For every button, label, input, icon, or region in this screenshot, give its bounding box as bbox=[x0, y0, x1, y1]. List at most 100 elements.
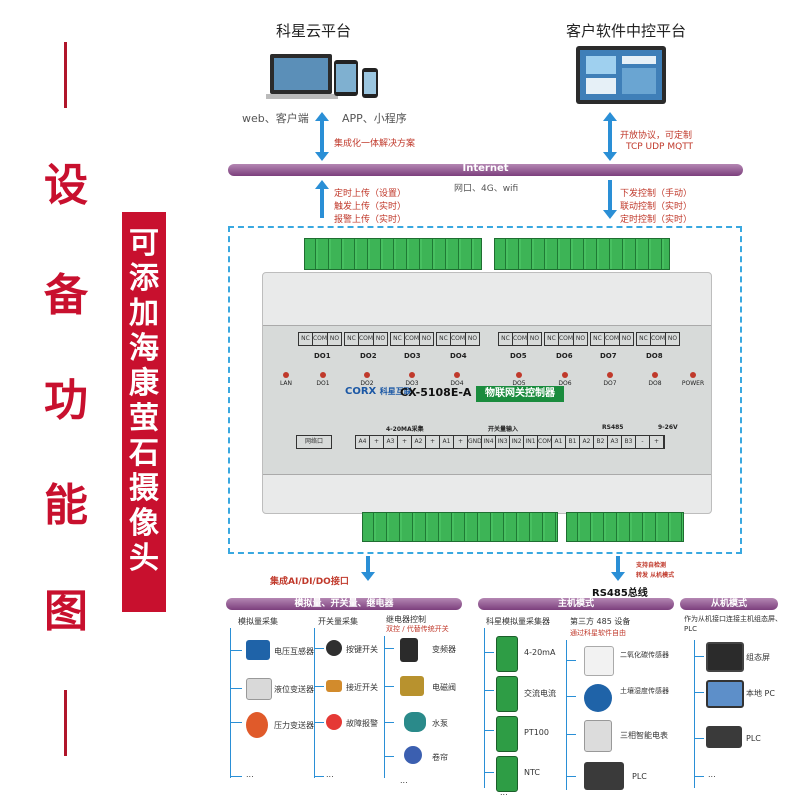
col1-title: 模拟量采集 bbox=[238, 617, 278, 626]
col1-tick bbox=[230, 776, 242, 777]
led-indicator bbox=[320, 372, 326, 378]
do-label: DO6 bbox=[556, 352, 573, 360]
solenoid-valve-icon bbox=[400, 676, 424, 696]
plc-icon bbox=[706, 726, 742, 748]
led-label: DO5 bbox=[512, 380, 526, 387]
section-bar-master: 主机模式 bbox=[478, 598, 674, 610]
bottom-terminal-right bbox=[566, 512, 684, 542]
brand-cn: 科星互联 bbox=[379, 387, 412, 396]
col1-item: 液位变送器 bbox=[274, 685, 314, 694]
banner-char: 摄 bbox=[129, 471, 159, 506]
col5-tick bbox=[566, 660, 576, 661]
led-indicator bbox=[364, 372, 370, 378]
port-label: COM bbox=[538, 436, 552, 448]
led-indicator bbox=[283, 372, 289, 378]
port-label: A3 bbox=[384, 436, 398, 448]
camera-banner: 可 添 加 海 康 萤 石 摄 像 头 bbox=[122, 212, 166, 612]
upload-item: 定时上传（设置） bbox=[334, 189, 407, 199]
banner-char: 像 bbox=[129, 506, 159, 541]
banner-char: 康 bbox=[129, 366, 159, 401]
col4-item: 交流电流 bbox=[524, 689, 556, 698]
port-label: A4 bbox=[356, 436, 370, 448]
led-label: DO2 bbox=[360, 380, 374, 387]
col5-tick bbox=[566, 776, 576, 777]
water-pump-icon bbox=[404, 712, 426, 732]
col3-tick bbox=[384, 756, 394, 757]
do-label: DO8 bbox=[646, 352, 663, 360]
col2-item: 按键开关 bbox=[346, 645, 378, 654]
col2-tick bbox=[314, 648, 324, 649]
col2-bracket bbox=[314, 628, 315, 778]
rs485-note-1: 支持自检测 bbox=[636, 562, 667, 569]
port-label: A1 bbox=[552, 436, 566, 448]
col3-item: 电磁阀 bbox=[432, 683, 456, 692]
col5-title: 第三方 485 设备 bbox=[570, 617, 631, 626]
led-indicator bbox=[454, 372, 460, 378]
col3-item: 水泵 bbox=[432, 719, 448, 728]
col4-item: 4-20mA bbox=[524, 648, 556, 657]
interface-label: 集成AI/DI/DO接口 bbox=[270, 577, 349, 587]
led-indicator bbox=[690, 372, 696, 378]
col2-item: 接近开关 bbox=[346, 683, 378, 692]
col5-bracket bbox=[566, 640, 567, 790]
col1-tick bbox=[230, 688, 242, 689]
led-indicator bbox=[652, 372, 658, 378]
led-label: DO8 bbox=[648, 380, 662, 387]
port-label: IN2 bbox=[510, 436, 524, 448]
port-label: A3 bbox=[608, 436, 622, 448]
rs485-arrow-line bbox=[616, 556, 620, 572]
top-terminal-right bbox=[494, 238, 670, 270]
col5-tick bbox=[566, 734, 576, 735]
col4-item: NTC bbox=[524, 768, 540, 777]
side-title-char-3: 功 bbox=[44, 375, 88, 426]
cloud-clients-text: web、客户端 bbox=[242, 112, 309, 125]
col3-title: 继电器控制 bbox=[386, 615, 426, 624]
soil-sensor-icon bbox=[584, 684, 612, 712]
push-button-icon bbox=[326, 640, 342, 656]
rs485-arrow-down bbox=[611, 572, 625, 581]
col6-bracket bbox=[694, 640, 695, 788]
port-label: B3 bbox=[622, 436, 636, 448]
cloud-solution-text: 集成化一体解决方案 bbox=[334, 139, 416, 149]
rs485-note-2: 转发 从机模式 bbox=[636, 572, 675, 579]
col6-item: PLC bbox=[746, 734, 761, 743]
banner-char: 海 bbox=[129, 331, 159, 366]
proximity-switch-icon bbox=[326, 680, 342, 692]
col4-bracket bbox=[484, 628, 485, 788]
col3-bracket bbox=[384, 636, 385, 778]
col3-sub: 双控 / 代替传统开关 bbox=[386, 625, 449, 633]
cloud-platform-title: 科星云平台 bbox=[276, 22, 352, 40]
col6-item: 组态屏 bbox=[746, 653, 770, 662]
banner-char: 石 bbox=[129, 436, 159, 471]
cloud-devices-icon bbox=[266, 54, 378, 99]
do-label: DO3 bbox=[404, 352, 421, 360]
side-title-char-5: 图 bbox=[44, 586, 88, 637]
do-label: DO2 bbox=[360, 352, 377, 360]
banner-char: 可 bbox=[129, 226, 159, 261]
col3-item: ... bbox=[400, 776, 408, 785]
interface-arrow-line bbox=[366, 556, 370, 572]
side-title-char-4: 能 bbox=[44, 480, 88, 531]
collector-module-icon bbox=[496, 676, 518, 712]
client-arrow-down bbox=[603, 152, 617, 161]
section-bar-io: 模拟量、开关量、继电器 bbox=[226, 598, 462, 610]
side-title-char-1: 设 bbox=[44, 160, 88, 211]
roller-shutter-icon bbox=[404, 746, 422, 764]
col1-bracket bbox=[230, 628, 231, 778]
port-label: A1 bbox=[440, 436, 454, 448]
col4-tick bbox=[484, 652, 494, 653]
banner-char: 加 bbox=[129, 296, 159, 331]
group-rs485-label: RS485 bbox=[602, 424, 624, 431]
level-transmitter-icon bbox=[246, 678, 272, 700]
control-item: 联动控制（实时） bbox=[620, 202, 693, 212]
upload-item: 报警上传（实时） bbox=[334, 215, 407, 225]
led-label: DO3 bbox=[405, 380, 419, 387]
cloud-arrow-line bbox=[320, 120, 324, 154]
led-indicator bbox=[516, 372, 522, 378]
led-indicator bbox=[409, 372, 415, 378]
col3-tick bbox=[384, 686, 394, 687]
group-power-label: 9-26V bbox=[658, 424, 678, 431]
inverter-icon bbox=[400, 638, 418, 662]
